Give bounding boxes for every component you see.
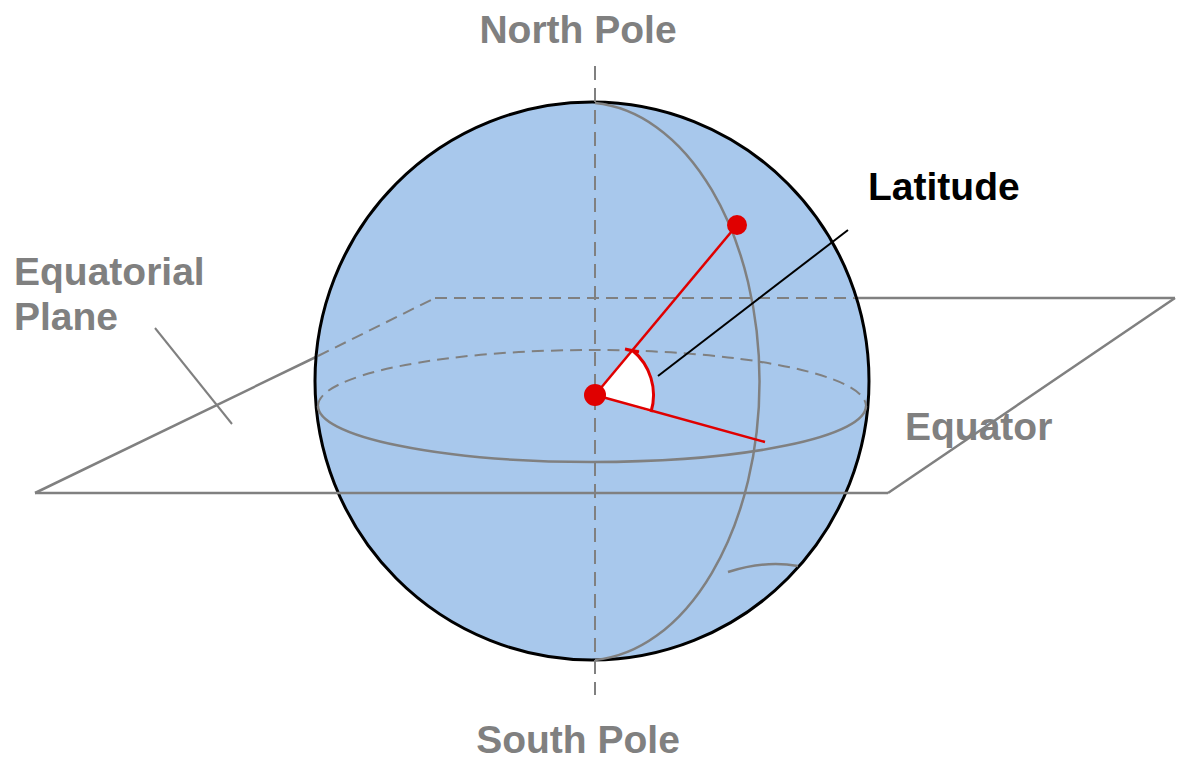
leader-line bbox=[155, 328, 232, 424]
radius-line bbox=[595, 395, 765, 442]
plane-edge-hidden bbox=[435, 297, 855, 299]
equator-label: Equator bbox=[905, 405, 1052, 450]
plane-edge bbox=[35, 492, 888, 495]
surface-point bbox=[727, 215, 747, 235]
plane-edge bbox=[35, 356, 318, 493]
equator-back bbox=[318, 350, 866, 406]
center-point bbox=[584, 384, 606, 406]
equator-front bbox=[318, 406, 866, 462]
angle-arc bbox=[632, 350, 654, 412]
pole-label: North Pole bbox=[479, 8, 676, 53]
sphere bbox=[315, 102, 869, 660]
plane-label: Equatorial Plane bbox=[14, 250, 254, 340]
latitude-label: Latitude bbox=[868, 165, 1020, 210]
pole-label: South Pole bbox=[476, 718, 680, 763]
polar-axis bbox=[594, 66, 596, 695]
meridian-arc bbox=[728, 564, 798, 572]
plane-edge bbox=[888, 298, 1175, 493]
plane-edge-hidden bbox=[318, 298, 435, 356]
plane-edge bbox=[855, 297, 1175, 300]
meridian bbox=[595, 103, 760, 660]
leader-line bbox=[658, 230, 848, 376]
